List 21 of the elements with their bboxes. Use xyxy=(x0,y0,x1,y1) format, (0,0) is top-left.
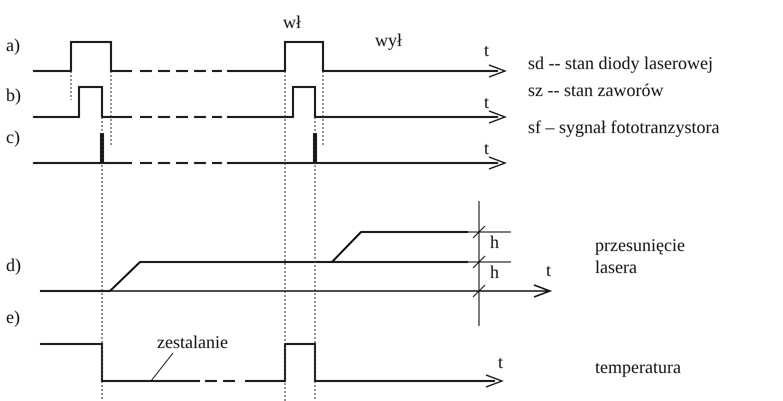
axis-label: t xyxy=(498,351,504,373)
axis-label: t xyxy=(546,259,552,281)
axis-label: t xyxy=(484,137,490,159)
panel-label: a) xyxy=(6,34,20,56)
state-label: wył xyxy=(375,29,402,51)
annotation-label: zestalanie xyxy=(157,331,228,353)
panel-label: c) xyxy=(6,126,20,148)
panel-label: b) xyxy=(6,84,21,106)
signal-description: sd -- stan diody laserowej xyxy=(528,52,713,74)
signal-description: przesunięcie lasera xyxy=(595,234,686,278)
leader-line xyxy=(150,352,174,382)
signal-description: temperatura xyxy=(595,356,681,378)
axis-label: t xyxy=(484,91,490,113)
signal-description: sz -- stan zaworów xyxy=(528,79,664,101)
axis-label: t xyxy=(484,39,490,61)
dimension-label: h xyxy=(490,231,499,253)
state-label: wł xyxy=(283,11,301,33)
signal-description: sf – sygnał fototranzystora xyxy=(528,116,720,138)
panel-label: d) xyxy=(6,254,21,276)
panel-label: e) xyxy=(6,306,20,328)
dimension-label: h xyxy=(490,261,499,283)
